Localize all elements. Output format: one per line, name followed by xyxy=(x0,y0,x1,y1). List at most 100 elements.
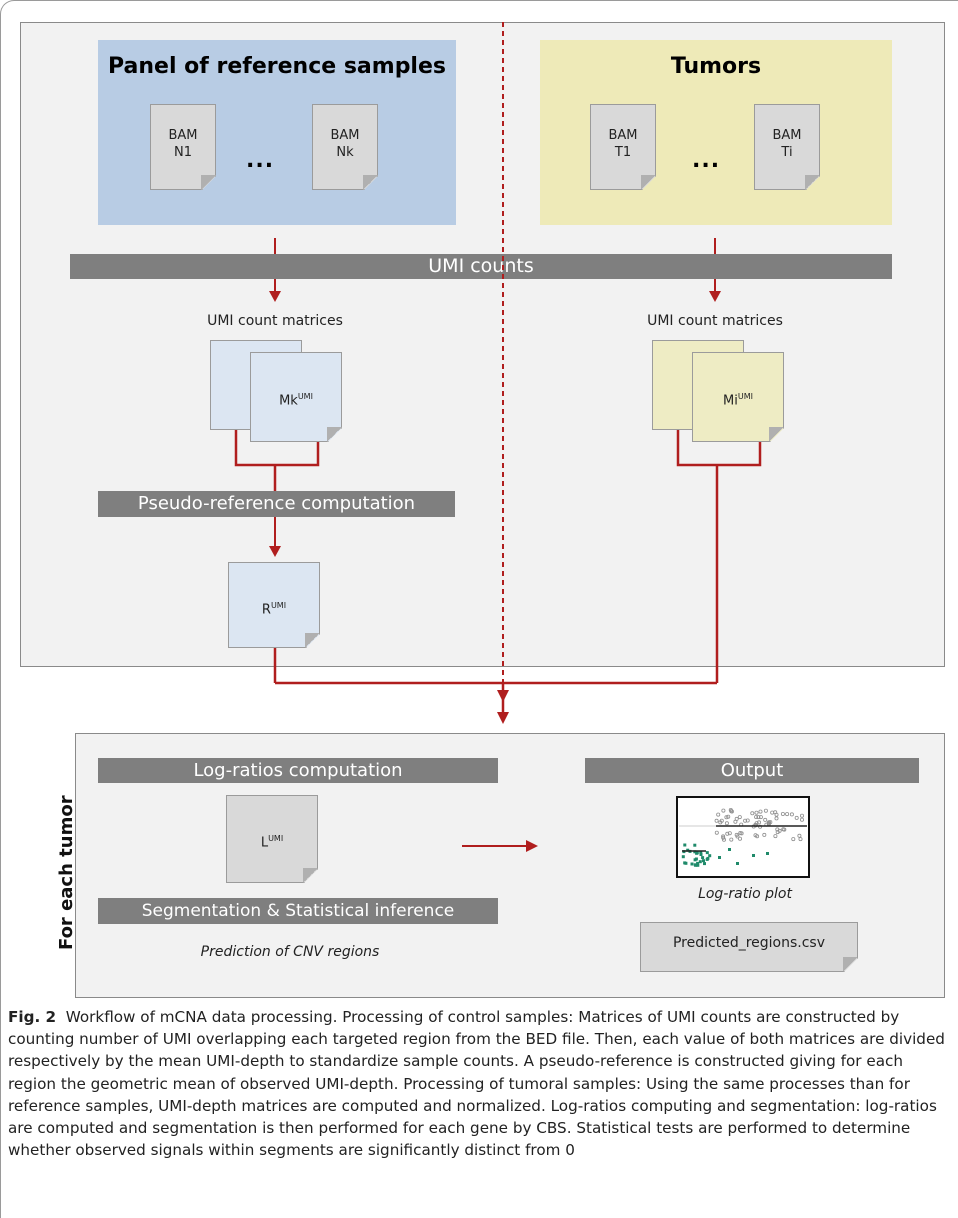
bam-file-t1: BAM T1 xyxy=(590,104,656,190)
plot-point-green xyxy=(684,861,688,865)
plot-point-gray xyxy=(758,815,763,820)
csv-filename: Predicted_regions.csv xyxy=(672,935,826,951)
tumor-matrices-label: UMI count matrices xyxy=(647,313,783,329)
plot-point-gray xyxy=(716,812,721,817)
plot-point-gray xyxy=(781,827,786,832)
tumor-count-arrowhead xyxy=(709,291,721,302)
ref-matrices-label: UMI count matrices xyxy=(207,313,343,329)
plot-point-gray xyxy=(719,818,724,823)
plot-point-gray xyxy=(738,836,743,841)
bam-ti-line2: Ti xyxy=(781,145,793,160)
plot-point-green xyxy=(686,848,690,852)
log-ratios-bar: Log-ratios computation xyxy=(98,758,498,783)
caption-text: Workflow of mCNA data processing. Proces… xyxy=(8,1008,945,1160)
reference-doc-label: RUMI xyxy=(261,601,287,618)
plot-point-green xyxy=(696,863,700,867)
plot-point-green xyxy=(736,862,739,865)
plot-point-gray xyxy=(794,815,799,820)
plot-point-gray xyxy=(762,832,767,837)
plot-point-gray xyxy=(726,814,731,819)
plot-point-gray xyxy=(743,818,748,823)
plot-point-gray xyxy=(754,814,759,819)
plot-point-gray xyxy=(737,815,742,820)
plot-point-green xyxy=(696,861,700,865)
bam-ti-line1: BAM xyxy=(772,128,802,143)
tumor-ellipsis: ... xyxy=(692,148,721,173)
plot-point-gray xyxy=(791,837,796,842)
plot-point-gray xyxy=(727,831,732,836)
ref-ellipsis: ... xyxy=(246,148,275,173)
plot-point-green xyxy=(728,848,731,851)
plot-point-gray xyxy=(763,808,768,813)
plot-caption: Log-ratio plot xyxy=(698,886,792,902)
ref-count-arrowhead xyxy=(269,291,281,302)
plot-point-gray xyxy=(722,837,727,842)
plot-point-gray xyxy=(721,808,726,813)
plot-point-green xyxy=(694,863,698,867)
plot-point-gray xyxy=(734,816,739,821)
plot-point-green xyxy=(698,860,702,864)
plot-point-gray xyxy=(750,811,755,816)
plot-point-green xyxy=(695,851,699,855)
plot-point-green xyxy=(690,862,694,866)
plot-point-gray xyxy=(724,815,729,820)
ref-matrix-label: MkUMI xyxy=(279,392,313,409)
plot-point-gray xyxy=(754,810,759,815)
tumors-title: Tumors xyxy=(670,54,762,79)
plot-point-green xyxy=(705,851,709,855)
plot-point-gray xyxy=(714,818,719,823)
plot-point-gray xyxy=(757,820,762,825)
bam-n1-line2: N1 xyxy=(174,145,192,160)
bam-t1-line1: BAM xyxy=(608,128,638,143)
plot-point-gray xyxy=(724,821,729,826)
plot-point-green xyxy=(752,854,755,857)
log-ratio-doc-label: LUMI xyxy=(260,834,284,851)
log-ratio-doc: LUMI xyxy=(226,795,318,883)
plot-point-green xyxy=(681,855,685,859)
figure-caption: Fig. 2 Workflow of mCNA data processing.… xyxy=(8,1006,948,1161)
for-each-tumor-label: For each tumor xyxy=(56,795,77,950)
plot-point-green xyxy=(702,859,705,863)
predicted-regions-file: Predicted_regions.csv xyxy=(640,922,858,972)
plot-point-green xyxy=(693,850,697,854)
plot-point-gray xyxy=(800,813,805,818)
pseudo-ref-arrowhead xyxy=(269,546,281,557)
tumor-matrix-front: MiUMI xyxy=(692,352,784,442)
plot-point-green xyxy=(705,857,709,861)
plot-point-green xyxy=(703,862,706,866)
caption-label: Fig. 2 xyxy=(8,1008,57,1026)
plot-point-green xyxy=(708,854,712,858)
plot-point-gray xyxy=(773,834,778,839)
plot-point-gray xyxy=(754,821,759,826)
reference-doc: RUMI xyxy=(228,562,320,648)
prediction-label: Prediction of CNV regions xyxy=(200,944,380,960)
plot-point-green xyxy=(699,850,703,854)
bam-nk-line2: Nk xyxy=(336,145,354,160)
ref-matrix-front: MkUMI xyxy=(250,352,342,442)
output-bar: Output xyxy=(585,758,919,783)
plot-point-gray xyxy=(738,831,743,836)
plot-point-gray xyxy=(734,832,739,837)
plot-point-gray xyxy=(758,824,763,829)
plot-point-green xyxy=(694,857,698,861)
plot-point-green xyxy=(699,853,703,856)
plot-point-green xyxy=(683,843,687,847)
plot-point-gray xyxy=(774,816,779,821)
plot-point-gray xyxy=(728,807,733,812)
plot-point-gray xyxy=(714,830,719,835)
flow-arrows xyxy=(234,22,762,702)
plot-point-gray xyxy=(774,812,779,817)
umi-counts-bar: UMI counts xyxy=(70,254,892,279)
plot-point-gray xyxy=(721,835,726,840)
plot-point-green xyxy=(693,843,697,847)
bam-nk-line1: BAM xyxy=(330,128,360,143)
reference-panel-title: Panel of reference samples xyxy=(108,54,446,79)
plot-point-gray xyxy=(770,810,775,815)
plot-point-gray xyxy=(785,812,790,817)
plot-point-green xyxy=(718,856,721,859)
plot-point-gray xyxy=(729,837,734,842)
plot-point-gray xyxy=(789,812,794,817)
plot-point-gray xyxy=(745,818,750,823)
plot-point-gray xyxy=(797,833,802,838)
bam-n1-line1: BAM xyxy=(168,128,198,143)
